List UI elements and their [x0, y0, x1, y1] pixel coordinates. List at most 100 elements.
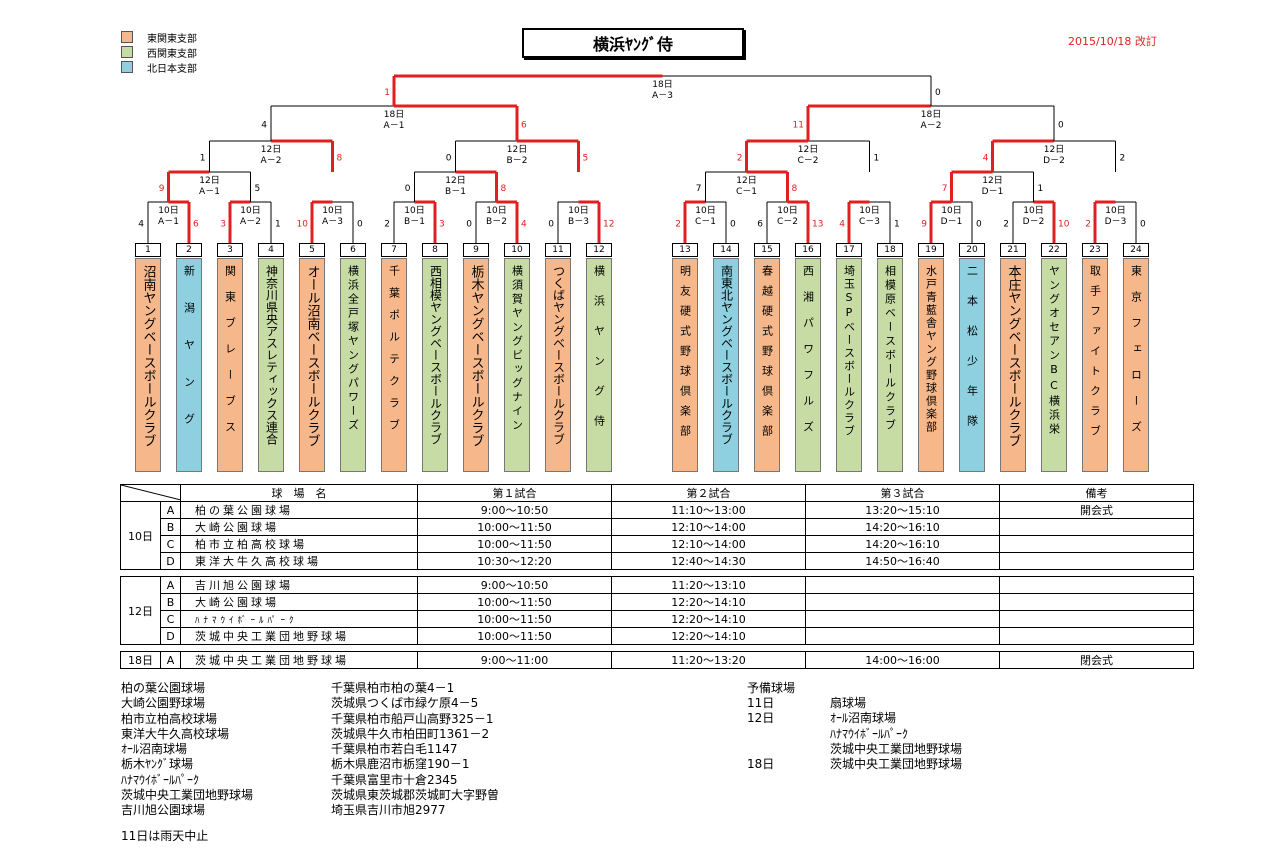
legend-swatch: [121, 61, 133, 73]
game-code: A－1: [158, 217, 179, 227]
team-box: 横須賀ヤングビッグナイン: [504, 258, 530, 472]
game-date: 10日: [486, 205, 506, 216]
team-number: 7: [381, 243, 407, 257]
legend-item-east-kanto: 東関東支部: [121, 30, 197, 45]
score-right: 0: [976, 220, 982, 230]
team-box: オール沼南ベースボールクラブ: [299, 258, 325, 472]
table-row: C ﾊﾅﾏｳｲﾎﾞｰﾙﾊﾟｰｸ 10:00～11:50 12:20～14:10: [121, 610, 1194, 628]
score-left: 1: [384, 88, 390, 98]
reserve-venue: 茨城中央工業団地野球場: [830, 741, 963, 756]
score-left: 0: [466, 220, 472, 230]
game-code: B－1: [404, 217, 425, 227]
game-code: A－1: [384, 121, 405, 131]
team-box: 取手ファイトクラブ: [1082, 258, 1108, 472]
venue-address: 千葉県富里市十倉2345: [331, 772, 458, 787]
game-code: B－2: [486, 217, 507, 227]
page-title: 横浜ﾔﾝｸﾞ侍: [522, 28, 744, 58]
team-name: 西湘パワフルズ: [801, 265, 815, 447]
venue-name: 吉川旭公園球場: [180, 576, 418, 594]
table-row: 10日 A 柏の葉公園球場 9:00～10:50 11:10～13:00 13:…: [120, 501, 1194, 570]
venue-name: 柏市立柏高校球場: [180, 535, 418, 553]
note: [999, 627, 1194, 645]
schedule-table-day12: 12日 A 吉川旭公園球場 9:00～10:50 11:20～13:10 B 大…: [120, 576, 1194, 645]
table-row: B 大崎公園球場 10:00～11:50 12:20～14:10: [121, 593, 1194, 611]
game-code: C－1: [695, 217, 716, 227]
game-code: A－1: [199, 187, 220, 197]
team-number: 3: [217, 243, 243, 257]
venue-name: 東洋大牛久高校球場: [180, 552, 418, 570]
game-date: 12日: [1044, 144, 1064, 155]
score-right: 0: [357, 220, 363, 230]
game-code: A－3: [652, 91, 673, 101]
team-number: 22: [1041, 243, 1067, 257]
game1-time: 9:00～10:50: [417, 501, 612, 519]
team-name: 神奈川県央アスレティックス連合: [264, 265, 279, 445]
score-right: 12: [603, 220, 614, 230]
team-box: 相模原ベースボールクラブ: [877, 258, 903, 472]
game1-time: 9:00～10:50: [417, 576, 612, 594]
team-number: 14: [713, 243, 739, 257]
score-right: 0: [1140, 220, 1146, 230]
score-right: 1: [1038, 184, 1044, 194]
legend-swatch: [121, 31, 133, 43]
score-left: 9: [159, 184, 165, 194]
schedule-table-day18: 18日 A 茨城中央工業団地野球場 9:00～11:00 11:20～13:20…: [120, 651, 1194, 669]
venue-name: 柏の葉公園球場: [180, 501, 418, 519]
venue-name: 茨城中央工業団地野球場: [180, 651, 418, 669]
game-date: 10日: [777, 205, 797, 216]
team-number: 23: [1082, 243, 1108, 257]
game1-time: 10:00～11:50: [417, 610, 612, 628]
team-number: 16: [795, 243, 821, 257]
team-box: 明友硬式野球倶楽部: [672, 258, 698, 472]
venue-address: 千葉県柏市柏の葉4－1: [331, 681, 455, 695]
game3-time: 14:20～16:10: [805, 518, 1000, 536]
score-left: 0: [548, 220, 554, 230]
team-number: 1: [135, 243, 161, 257]
venue-name: ﾊﾅﾏｳｲﾎﾞｰﾙﾊﾟｰｸ: [180, 610, 418, 628]
reserve-day: 11日: [747, 696, 775, 710]
venue-list-name: 柏の葉公園球場: [121, 681, 206, 695]
game-code: A－2: [240, 217, 261, 227]
venue-code: D: [160, 627, 181, 645]
team-box: 神奈川県央アスレティックス連合: [258, 258, 284, 472]
day-label: 10日: [120, 501, 161, 570]
game-date: 12日: [982, 175, 1002, 186]
team-box: 横浜全戸塚ヤングパワーズ: [340, 258, 366, 472]
team-name: 明友硬式野球倶楽部: [678, 265, 692, 445]
diagonal-line: [121, 485, 180, 500]
score-right: 2: [1120, 154, 1126, 164]
venue-code: A: [160, 651, 181, 669]
team-name: 沼南ヤングベースボールクラブ: [140, 265, 156, 447]
venue-address: 千葉県柏市船戸山高野325－1: [331, 711, 494, 726]
game-date: 18日: [384, 109, 404, 120]
team-name: 千葉ポルテクラブ: [387, 265, 401, 441]
venue-address-list: 千葉県柏市柏の葉4－1 茨城県つくば市緑ケ原4－5 千葉県柏市船戸山高野325－…: [331, 681, 499, 819]
header-game3: 第３試合: [805, 484, 1000, 502]
game-date: 10日: [859, 205, 879, 216]
game-date: 10日: [322, 205, 342, 216]
venue-name-list: 柏の葉公園球場 大崎公園野球場 柏市立柏高校球場 東洋大牛久高校球場 ｵｰﾙ沼南…: [121, 681, 253, 819]
score-left: 2: [1085, 220, 1091, 230]
legend-swatch: [121, 46, 133, 58]
note: 開会式: [999, 501, 1194, 519]
score-left: 4: [261, 121, 267, 131]
score-right: 5: [583, 154, 589, 164]
table-row: C 柏市立柏高校球場 10:00～11:50 12:10～14:00 14:20…: [121, 535, 1194, 553]
venue-address: 千葉県柏市若白毛1147: [331, 742, 458, 757]
game-date: 12日: [199, 175, 219, 186]
score-right: 6: [521, 121, 527, 131]
legend-label: 東関東支部: [147, 33, 197, 45]
game2-time: 12:20～14:10: [611, 593, 806, 611]
venue-code: B: [160, 593, 181, 611]
team-box: 二本松少年隊: [959, 258, 985, 472]
score-right: 13: [812, 220, 823, 230]
team-box: 春越硬式野球倶楽部: [754, 258, 780, 472]
game-date: 10日: [240, 205, 260, 216]
score-right: 0: [1058, 121, 1064, 131]
game-code: D－2: [1043, 156, 1065, 166]
game1-time: 10:00～11:50: [417, 518, 612, 536]
legend-label: 北日本支部: [147, 63, 197, 75]
game-code: B－3: [568, 217, 589, 227]
team-name: 二本松少年隊: [965, 265, 979, 445]
venue-list-name: ﾊﾅﾏｳｲﾎﾞｰﾙﾊﾟｰｸ: [121, 772, 200, 787]
